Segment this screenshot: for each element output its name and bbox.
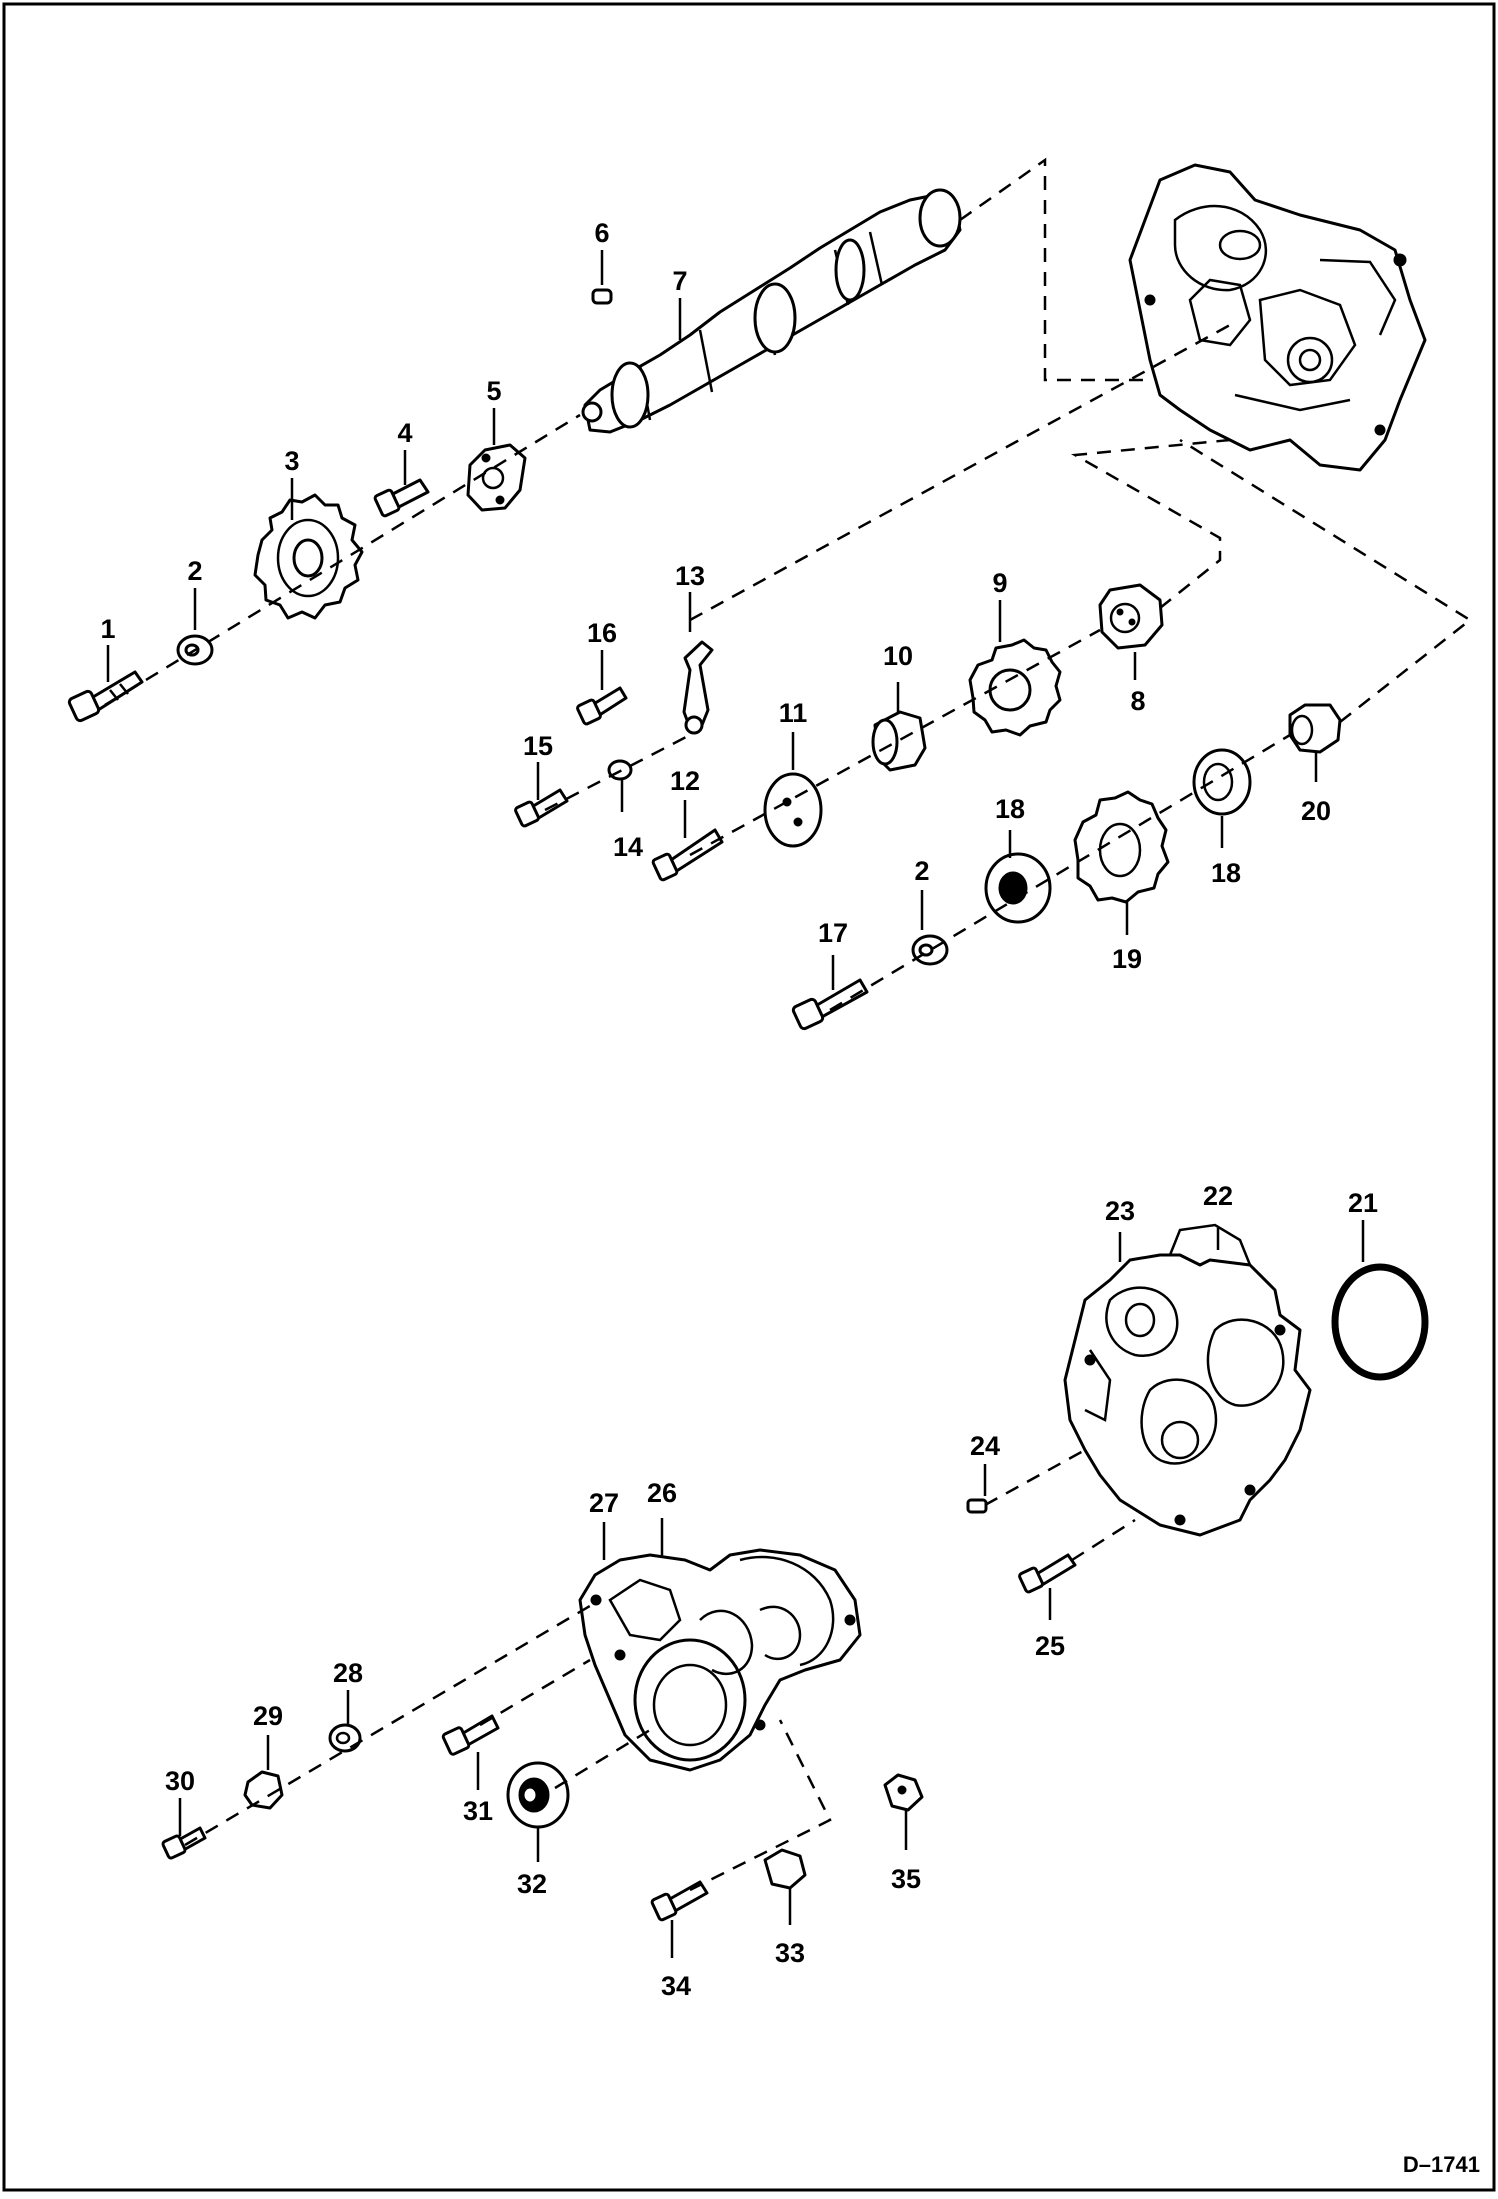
axis-line-lever bbox=[544, 733, 691, 812]
callout-13: 13 bbox=[675, 561, 705, 591]
axis-line-drive-gear bbox=[829, 733, 1291, 1012]
bracket-33 bbox=[763, 1848, 807, 1890]
callout-9: 9 bbox=[992, 568, 1007, 598]
axis-line-dowel bbox=[984, 1448, 1086, 1507]
callout-35: 35 bbox=[891, 1864, 921, 1894]
bolt-1 bbox=[67, 670, 144, 723]
lever-13 bbox=[682, 640, 714, 735]
plug-28 bbox=[328, 1723, 362, 1753]
axis-line-cap bbox=[184, 1598, 601, 1847]
dowel-pin bbox=[966, 1498, 988, 1514]
callout-24: 24 bbox=[970, 1431, 1000, 1461]
axis-line-case-link bbox=[959, 157, 1150, 382]
callout-16: 16 bbox=[587, 618, 617, 648]
callout-14: 14 bbox=[613, 832, 643, 862]
thrust-plate bbox=[466, 443, 527, 512]
callout-25: 25 bbox=[1035, 1631, 1065, 1661]
axis-line-idler-stack bbox=[689, 628, 1101, 857]
axis-line-camshaft bbox=[104, 413, 581, 707]
washer-2-lower bbox=[911, 934, 949, 966]
axis-line-seal bbox=[554, 1728, 651, 1790]
thrust-collar bbox=[763, 772, 823, 848]
callout-1: 1 bbox=[100, 614, 115, 644]
axis-line-bolt-25 bbox=[1071, 1518, 1136, 1562]
cap-29 bbox=[243, 1770, 284, 1810]
callout-18-upper: 18 bbox=[1211, 858, 1241, 888]
callout-19: 19 bbox=[1112, 944, 1142, 974]
gear-case-plate bbox=[1063, 1223, 1312, 1537]
callout-21: 21 bbox=[1348, 1188, 1378, 1218]
callout-2: 2 bbox=[187, 556, 202, 586]
camshaft bbox=[581, 188, 962, 434]
callout-20: 20 bbox=[1301, 796, 1331, 826]
callout-10: 10 bbox=[883, 641, 913, 671]
callout-numbers: 1 2 3 4 5 6 7 8 9 10 11 12 13 14 15 16 1… bbox=[100, 218, 1378, 2001]
idler-gear bbox=[968, 638, 1062, 737]
callout-32: 32 bbox=[517, 1869, 547, 1899]
callout-26: 26 bbox=[647, 1478, 677, 1508]
axis-line-bolt-31 bbox=[479, 1658, 591, 1727]
callout-34: 34 bbox=[661, 1971, 691, 2001]
gear-case-housing bbox=[1128, 163, 1427, 472]
callout-3: 3 bbox=[284, 446, 299, 476]
bolt-15 bbox=[514, 788, 569, 828]
callout-15: 15 bbox=[523, 731, 553, 761]
callout-30: 30 bbox=[165, 1766, 195, 1796]
idler-stud bbox=[1098, 583, 1164, 650]
callout-28: 28 bbox=[333, 1658, 363, 1688]
bolt-30 bbox=[161, 1826, 207, 1860]
bolt-16 bbox=[576, 686, 628, 726]
callout-12: 12 bbox=[670, 766, 700, 796]
callout-11: 11 bbox=[779, 698, 808, 728]
front-cover bbox=[578, 1548, 862, 1772]
bolt-4 bbox=[373, 478, 430, 518]
bearing-18-lower bbox=[984, 852, 1052, 924]
callout-7: 7 bbox=[672, 266, 687, 296]
axis-line-idler-case bbox=[1070, 438, 1231, 609]
callout-23: 23 bbox=[1105, 1196, 1135, 1226]
bolt-17 bbox=[791, 978, 869, 1031]
callout-33: 33 bbox=[775, 1938, 805, 1968]
bolt-34 bbox=[650, 1880, 709, 1922]
callout-17: 17 bbox=[818, 918, 848, 948]
bolt-25 bbox=[1018, 1553, 1077, 1594]
sensor-35 bbox=[883, 1773, 924, 1812]
callout-8: 8 bbox=[1130, 686, 1145, 716]
drive-gear-19 bbox=[1073, 790, 1170, 904]
callout-2-lower: 2 bbox=[914, 856, 929, 886]
axis-line-bracket bbox=[689, 1719, 832, 1892]
callout-22: 22 bbox=[1203, 1181, 1233, 1211]
drawing-reference: D–1741 bbox=[1403, 2152, 1480, 2177]
callout-31: 31 bbox=[463, 1796, 493, 1826]
o-ring bbox=[1331, 1263, 1429, 1381]
callout-29: 29 bbox=[253, 1701, 283, 1731]
bolt-31 bbox=[441, 1714, 500, 1756]
callout-5: 5 bbox=[486, 376, 501, 406]
leader-lines bbox=[106, 250, 1365, 1958]
bolt-12 bbox=[651, 828, 724, 882]
oil-seal bbox=[506, 1761, 570, 1829]
callout-4: 4 bbox=[397, 418, 412, 448]
bearing-18-upper bbox=[1192, 748, 1252, 816]
axis-line-idler-13 bbox=[689, 323, 1231, 622]
spacer-20 bbox=[1288, 703, 1342, 754]
camshaft-gear bbox=[253, 493, 364, 620]
callout-18-lower: 18 bbox=[995, 794, 1025, 824]
idler-bushing bbox=[871, 710, 927, 772]
callout-6: 6 bbox=[594, 218, 609, 248]
axis-line-drive-case bbox=[1179, 438, 1473, 723]
woodruff-key bbox=[591, 288, 613, 305]
callout-27: 27 bbox=[589, 1488, 619, 1518]
washer-2-top bbox=[176, 634, 214, 666]
